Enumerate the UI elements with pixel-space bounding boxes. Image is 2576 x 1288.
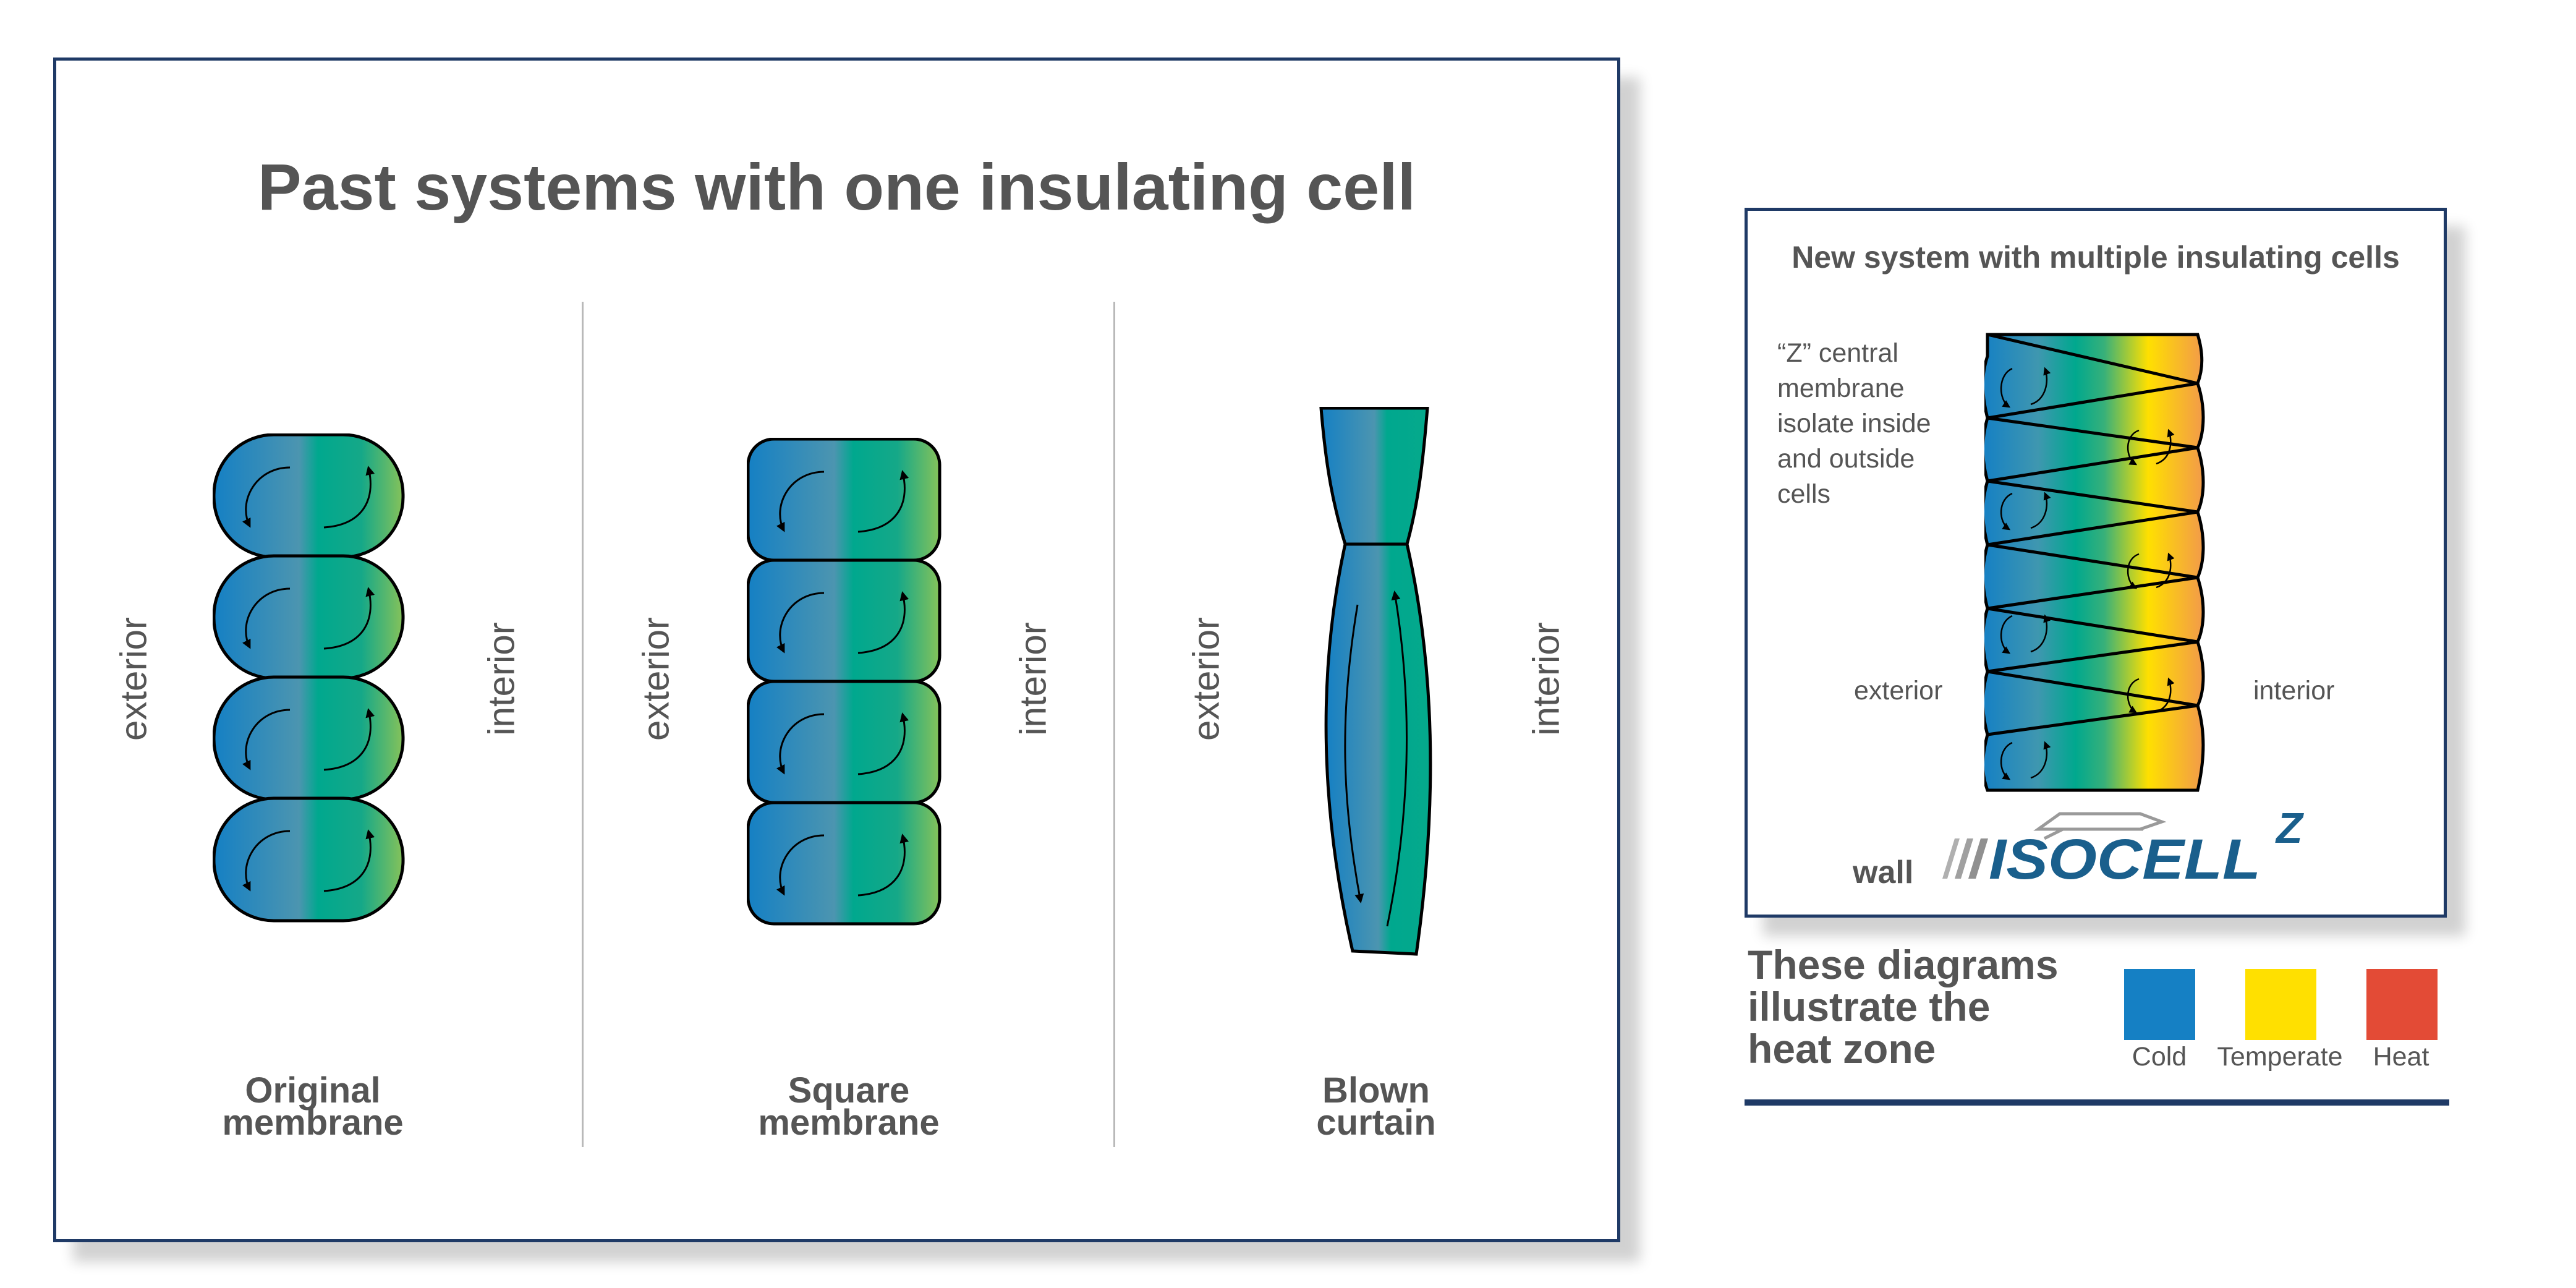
caption-line: Square: [788, 1070, 910, 1111]
original-membrane-cells: [213, 433, 405, 923]
temperate-swatch: [2245, 969, 2316, 1040]
convection-arrows: [1344, 591, 1408, 927]
logo-chain-icon: [2033, 812, 2167, 840]
past-systems-panel: Past systems with one insulating cell ex…: [53, 58, 1620, 1242]
convection-arrows: [2000, 367, 2175, 780]
square-membrane-diagram: [747, 438, 942, 926]
note-line: cells: [1777, 479, 1831, 509]
interior-label: interior: [1012, 622, 1054, 736]
exterior-label: exterior: [1185, 616, 1227, 741]
note-line: membrane: [1777, 373, 1905, 403]
column-divider: [582, 302, 584, 1147]
caption-line: Blown: [1322, 1070, 1430, 1111]
note-line: “Z” central: [1777, 338, 1898, 368]
caption-line: Original: [245, 1070, 381, 1111]
blown-curtain-diagram: [1319, 407, 1432, 956]
logo-text: ISOCELL: [1989, 828, 2261, 891]
temperate-label: Temperate: [2217, 1042, 2343, 1072]
logo-superscript: Z: [2275, 804, 2304, 852]
z-membrane-diagram: [1984, 333, 2205, 792]
z-membrane-note: “Z” central membrane isolate inside and …: [1777, 336, 1931, 512]
cold-label: Cold: [2132, 1042, 2187, 1072]
original-membrane-diagram: [213, 433, 405, 923]
curtain-top-section: [1319, 407, 1429, 546]
exterior-label: exterior: [113, 616, 155, 741]
legend-heading-line: heat zone: [1748, 1026, 1936, 1072]
convection-arrows: [242, 466, 375, 892]
square-membrane-caption: Square membrane: [758, 1070, 940, 1143]
past-systems-title: Past systems with one insulating cell: [257, 151, 1416, 224]
note-line: and outside: [1777, 444, 1915, 474]
heat-label: Heat: [2373, 1042, 2429, 1072]
z-central-membrane: [1987, 333, 2198, 736]
isocell-logo: ISOCELL Z: [1942, 804, 2304, 891]
caption-line: curtain: [1316, 1102, 1436, 1143]
interior-label: interior: [480, 622, 522, 736]
interior-label: interior: [1525, 622, 1567, 736]
interior-label: interior: [2253, 676, 2335, 706]
exterior-label: exterior: [1854, 676, 1943, 706]
legend-heading: These diagrams illustrate the heat zone: [1748, 944, 2059, 1070]
legend-heading-line: These diagrams: [1748, 942, 2059, 987]
legend-divider: [1745, 1099, 2449, 1106]
note-line: isolate inside: [1777, 409, 1931, 438]
column-divider: [1113, 302, 1115, 1147]
exterior-label: exterior: [635, 616, 677, 741]
square-membrane-cells: [747, 438, 942, 926]
new-system-panel: New system with multiple insulating cell…: [1745, 208, 2447, 918]
new-system-title: New system with multiple insulating cell…: [1792, 240, 2400, 275]
logo-stripes-icon: [1942, 838, 1988, 879]
convection-arrows: [776, 470, 909, 897]
caption-line: membrane: [758, 1102, 940, 1143]
curtain-body: [1324, 542, 1432, 956]
wall-label: wall: [1853, 855, 1914, 890]
heat-swatch: [2366, 969, 2438, 1040]
blown-curtain-caption: Blown curtain: [1316, 1070, 1436, 1143]
cold-swatch: [2124, 969, 2195, 1040]
caption-line: membrane: [222, 1102, 404, 1143]
legend-heading-line: illustrate the: [1748, 984, 1991, 1030]
original-membrane-caption: Original membrane: [222, 1070, 404, 1143]
